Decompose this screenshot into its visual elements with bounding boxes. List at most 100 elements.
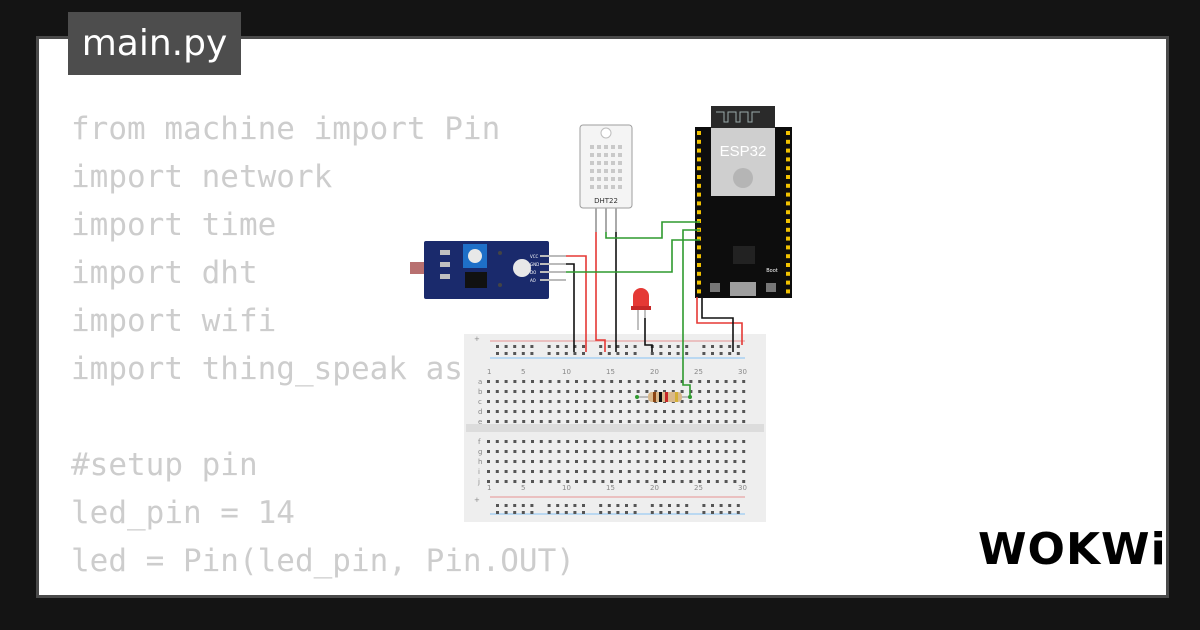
dht22-sensor[interactable]: DHT22 — [579, 124, 633, 232]
hole — [531, 460, 534, 463]
hole — [689, 420, 693, 423]
hole — [592, 460, 596, 463]
hole — [733, 420, 737, 423]
hole — [513, 440, 517, 443]
hole — [654, 480, 658, 483]
hole — [601, 390, 605, 393]
hole — [654, 450, 658, 453]
hole — [531, 400, 534, 403]
hole — [619, 380, 622, 383]
hole — [607, 345, 611, 348]
hole — [557, 480, 561, 483]
svg-text:+: + — [474, 496, 480, 504]
hole — [715, 460, 719, 463]
hole — [786, 254, 790, 259]
hole — [736, 352, 740, 355]
hole — [742, 400, 746, 403]
hole — [618, 185, 622, 189]
hole — [601, 380, 605, 383]
hole — [504, 400, 508, 403]
hole — [668, 345, 671, 348]
hole — [566, 470, 570, 473]
hole — [636, 380, 640, 383]
hole — [592, 450, 596, 453]
hole — [724, 390, 728, 393]
pin-label-ao: AO — [530, 278, 536, 283]
row-letter: j — [477, 478, 480, 486]
hole — [742, 410, 746, 413]
hole — [733, 480, 737, 483]
hole — [619, 440, 622, 443]
hole — [645, 380, 649, 383]
hole — [601, 440, 605, 443]
wire-black — [644, 318, 653, 352]
esp32-board[interactable]: ESP32 Boot — [695, 106, 792, 298]
boot-button[interactable] — [766, 283, 776, 292]
hole — [715, 480, 719, 483]
resistor[interactable] — [635, 392, 692, 402]
hole — [707, 470, 710, 473]
en-button[interactable] — [710, 283, 720, 292]
hole — [689, 380, 693, 383]
file-tab[interactable]: main.py — [68, 12, 241, 75]
hole — [531, 380, 534, 383]
hole — [583, 410, 587, 413]
hole — [742, 480, 746, 483]
hole — [513, 420, 517, 423]
hole — [583, 480, 587, 483]
hole — [786, 157, 790, 162]
hole — [531, 480, 534, 483]
hole — [724, 410, 728, 413]
espressif-logo-icon — [733, 168, 753, 188]
hole — [636, 460, 640, 463]
hole — [618, 169, 622, 173]
hole — [698, 440, 702, 443]
hole — [627, 480, 631, 483]
hole — [496, 504, 499, 507]
hole — [504, 511, 508, 514]
hole — [724, 380, 728, 383]
hole — [599, 504, 603, 507]
hole — [685, 511, 689, 514]
hole — [698, 480, 702, 483]
hole — [689, 480, 693, 483]
hole — [513, 345, 517, 348]
hole — [697, 183, 701, 188]
hole — [711, 352, 714, 355]
code-line: light_sensor_pin = 12 — [71, 585, 575, 595]
hole — [733, 450, 737, 453]
hole — [583, 420, 587, 423]
col-number: 10 — [562, 368, 571, 376]
hole — [786, 263, 790, 267]
light-sensor-module[interactable]: VCC GND DO AO — [410, 241, 566, 299]
hole — [645, 420, 649, 423]
hole — [698, 450, 702, 453]
hole — [573, 504, 577, 507]
hole — [707, 460, 710, 463]
hole — [597, 161, 601, 165]
hole — [557, 470, 561, 473]
svg-text:+: + — [474, 335, 480, 343]
hole — [504, 470, 508, 473]
col-number: 10 — [562, 484, 571, 492]
hole — [698, 390, 702, 393]
hole — [650, 504, 654, 507]
hole — [590, 161, 594, 165]
red-led[interactable] — [631, 288, 651, 330]
hole — [671, 380, 675, 383]
hole — [564, 345, 568, 348]
hole — [619, 470, 622, 473]
hole — [611, 185, 615, 189]
hole — [697, 271, 701, 276]
hole — [786, 219, 790, 223]
breadboard: + + 1 5 10 15 20 25 30 1 5 10 15 20 25 3… — [464, 334, 766, 522]
hole — [645, 400, 649, 403]
hole — [513, 511, 517, 514]
hole — [786, 280, 790, 285]
hole — [601, 450, 605, 453]
hole — [611, 153, 615, 157]
hole — [715, 420, 719, 423]
hole — [733, 400, 737, 403]
hole — [590, 185, 594, 189]
